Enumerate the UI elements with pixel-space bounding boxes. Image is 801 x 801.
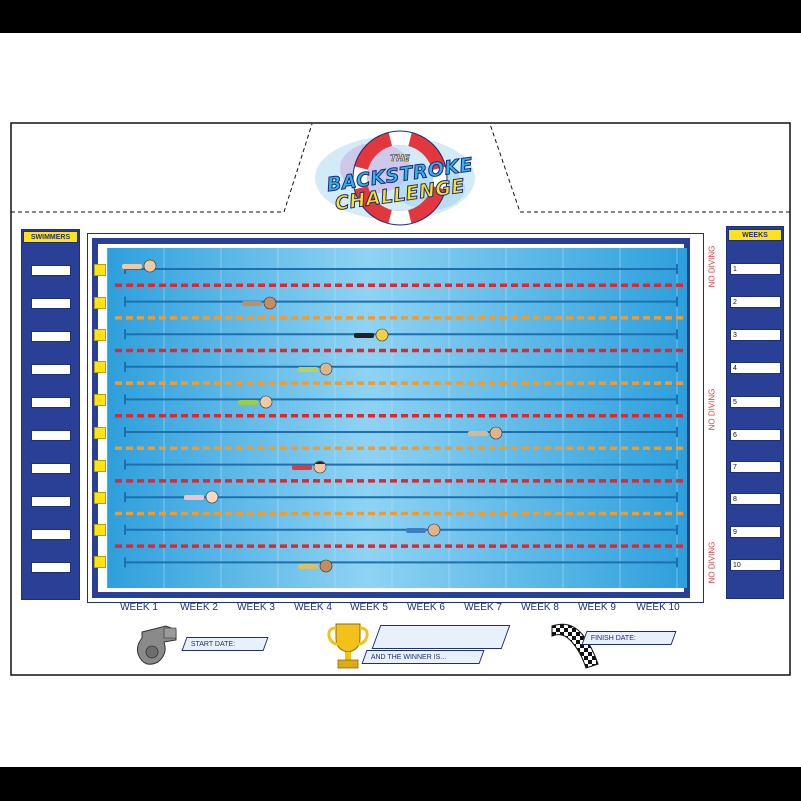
week-label: WEEK 3: [237, 602, 275, 613]
week-label: WEEK 5: [350, 602, 388, 613]
swimmer-name-field[interactable]: [31, 562, 71, 573]
lane-marker: [94, 361, 106, 373]
week-number: 3: [733, 332, 737, 339]
swimmer-icon: [122, 259, 157, 273]
swimmer-name-field[interactable]: [31, 265, 71, 276]
life-ring-icon: [315, 130, 475, 226]
finish-date-label: FINISH DATE:: [590, 635, 636, 642]
week-label: WEEK 7: [464, 602, 502, 613]
week-label: WEEK 6: [407, 602, 445, 613]
bottom-black-bar: [0, 767, 801, 801]
lane-marker: [94, 297, 106, 309]
week-label: WEEK 1: [120, 602, 158, 613]
week-field[interactable]: 1: [730, 263, 781, 275]
week-label: WEEK 9: [578, 602, 616, 613]
week-field[interactable]: 7: [730, 461, 781, 473]
week-field[interactable]: 8: [730, 493, 781, 505]
lane-marker: [94, 264, 106, 276]
swimming-pool: [87, 233, 704, 603]
lane-marker: [94, 394, 106, 406]
week-label: WEEK 4: [294, 602, 332, 613]
top-black-bar: [0, 0, 801, 33]
trophy-icon: [327, 623, 369, 669]
swimmer-name-field[interactable]: [31, 364, 71, 375]
lane-marker: [94, 524, 106, 536]
week-number: 1: [733, 266, 737, 273]
swimmer-icon: [298, 559, 333, 573]
swimmers-panel: SWIMMERS: [21, 229, 80, 600]
week-label: WEEK 2: [180, 602, 218, 613]
challenge-logo: THE BACKSTROKE CHALLENGE: [300, 128, 500, 228]
week-number: 7: [733, 464, 737, 471]
weeks-panel: WEEKS 1 2 3 4 5 6 7 8 9 10: [726, 226, 784, 599]
weeks-title: WEEKS: [728, 229, 782, 241]
swimmer-name-field[interactable]: [31, 430, 71, 441]
start-date-label: START DATE:: [190, 641, 236, 648]
week-number: 10: [733, 562, 741, 569]
swimmer-icon: [292, 460, 327, 474]
swimmer-icon: [238, 395, 273, 409]
week-number: 9: [733, 529, 737, 536]
week-field[interactable]: 4: [730, 362, 781, 374]
week-label: WEEK 8: [521, 602, 559, 613]
no-diving-label: NO DIVING: [707, 388, 717, 431]
finish-date-field[interactable]: FINISH DATE:: [581, 631, 677, 645]
lane-marker: [94, 492, 106, 504]
lane-marker: [94, 329, 106, 341]
swimmer-name-field[interactable]: [31, 397, 71, 408]
week-field[interactable]: 9: [730, 526, 781, 538]
week-field[interactable]: 6: [730, 429, 781, 441]
no-diving-label: NO DIVING: [707, 245, 717, 288]
checkered-flag-icon: [551, 623, 599, 669]
lane-marker: [94, 460, 106, 472]
swimmer-icon: [468, 426, 503, 440]
week-field[interactable]: 5: [730, 396, 781, 408]
no-diving-label: NO DIVING: [707, 541, 717, 584]
week-number: 5: [733, 399, 737, 406]
swimmer-icon: [242, 296, 277, 310]
swimmer-name-field[interactable]: [31, 529, 71, 540]
week-field[interactable]: 2: [730, 296, 781, 308]
week-number: 2: [733, 299, 737, 306]
swimmer-name-field[interactable]: [31, 463, 71, 474]
winner-label-box: AND THE WINNER IS...: [361, 650, 485, 664]
week-number: 6: [733, 432, 737, 439]
swimmer-name-field[interactable]: [31, 298, 71, 309]
swimmers-title: SWIMMERS: [23, 231, 78, 243]
swimmer-icon: [354, 328, 389, 342]
week-label: WEEK 10: [636, 602, 680, 613]
week-number: 4: [733, 365, 737, 372]
week-field[interactable]: 3: [730, 329, 781, 341]
week-field[interactable]: 10: [730, 559, 781, 571]
swimmer-icon: [406, 523, 441, 537]
start-date-field[interactable]: START DATE:: [181, 637, 269, 651]
winner-label: AND THE WINNER IS...: [370, 654, 447, 661]
swimmer-name-field[interactable]: [31, 331, 71, 342]
swimmer-icon: [184, 490, 219, 504]
lane-marker: [94, 427, 106, 439]
week-number: 8: [733, 496, 737, 503]
pool-water: [107, 248, 687, 588]
lane-marker: [94, 556, 106, 568]
winner-name-field[interactable]: [371, 625, 511, 649]
logo-the: THE: [390, 154, 410, 165]
whistle-icon: [136, 625, 177, 665]
swimmer-icon: [298, 362, 333, 376]
swimmer-name-field[interactable]: [31, 496, 71, 507]
